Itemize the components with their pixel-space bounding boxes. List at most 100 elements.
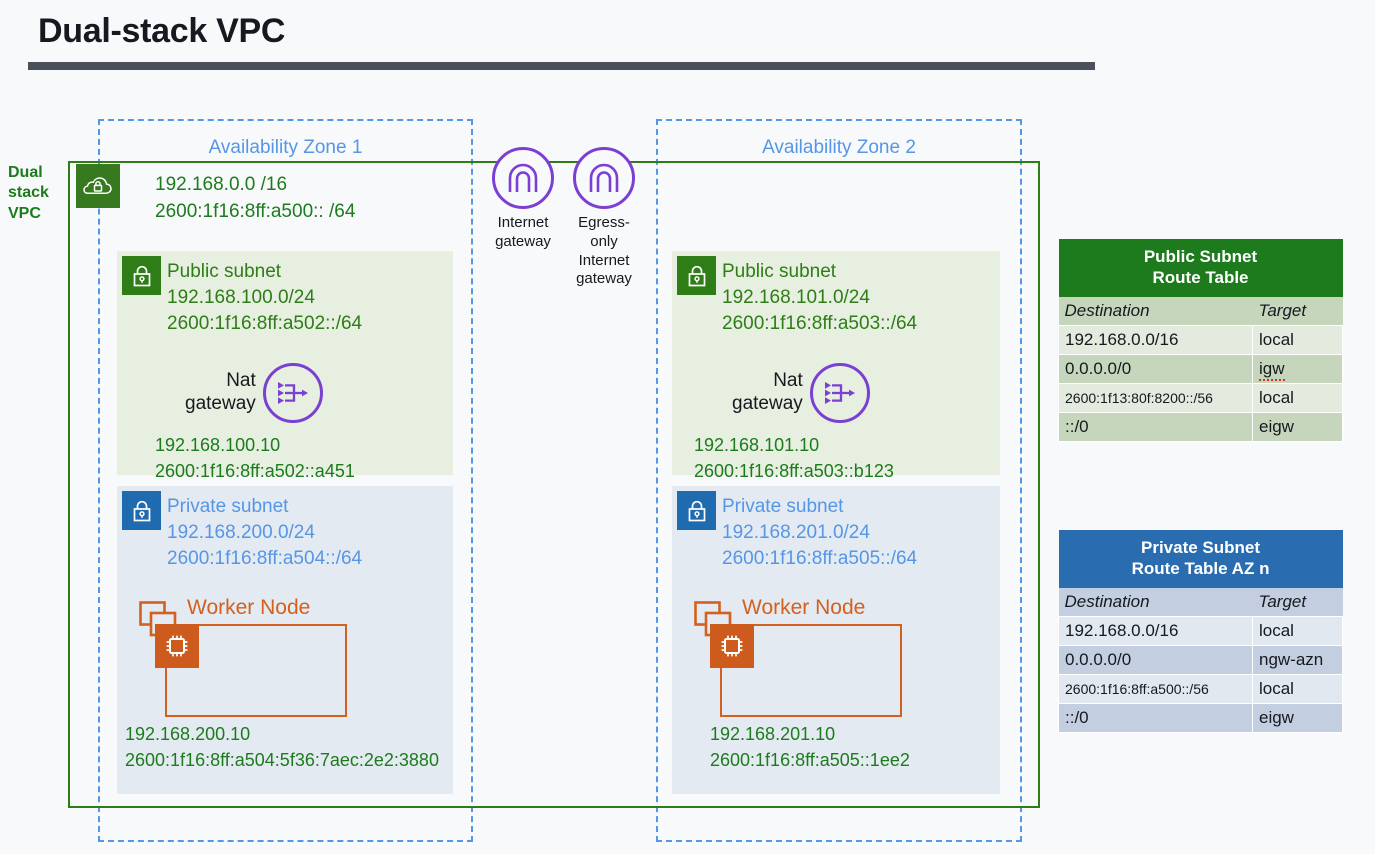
vpc-cidr-block: 192.168.0.0 /16 2600:1f16:8ff:a500:: /64 — [155, 172, 355, 226]
internet-gateway-label: Internet gateway — [486, 214, 560, 252]
public-route-target: local — [1252, 324, 1343, 355]
egress-only-internet-gateway[interactable]: Egress-only Internet gateway — [567, 147, 641, 289]
az1-nat-label-line-2: gateway — [185, 393, 256, 414]
az1-nat-gateway-label: Nat gateway — [185, 370, 256, 416]
az2-public-subnet-ipv4: 192.168.101.0/24 — [722, 287, 870, 309]
az1-private-subnet-ipv4: 192.168.200.0/24 — [167, 522, 315, 544]
private-subnet-route-table: Private Subnet Route Table AZ n Destinat… — [1058, 530, 1344, 733]
public-route-table-title: Public Subnet Route Table — [1058, 239, 1343, 297]
vpc-cidr-ipv6: 2600:1f16:8ff:a500:: /64 — [155, 200, 356, 222]
az2-nat-label-line-2: gateway — [732, 393, 803, 414]
private-route-table-title-row: Private Subnet Route Table AZ n — [1058, 530, 1343, 588]
az1-public-subnet-ipv4: 192.168.100.0/24 — [167, 287, 315, 309]
private-route-table-col-target: Target — [1252, 587, 1343, 616]
az1-nat-gateway-addresses: 192.168.100.10 2600:1f16:8ff:a502::a451 — [155, 433, 355, 484]
table-row: 192.168.0.0/16 local — [1058, 324, 1343, 355]
private-subnet-lock-icon — [122, 491, 161, 530]
availability-zone-2-container — [656, 119, 1022, 842]
az1-public-subnet-info: Public subnet 192.168.100.0/24 2600:1f16… — [167, 259, 362, 338]
public-route-destination: ::/0 — [1058, 411, 1253, 442]
private-route-table-header-row: Destination Target — [1058, 587, 1343, 616]
public-route-table-col-target: Target — [1252, 296, 1343, 325]
internet-gateway-icon — [492, 147, 554, 209]
az2-public-subnet-ipv6: 2600:1f16:8ff:a503::/64 — [722, 313, 918, 335]
az2-nat-gateway-label: Nat gateway — [732, 370, 803, 416]
az1-private-subnet-ipv6: 2600:1f16:8ff:a504::/64 — [167, 548, 363, 570]
az1-private-subnet: Private subnet 192.168.200.0/24 2600:1f1… — [117, 486, 453, 794]
private-route-target: local — [1251, 673, 1344, 704]
title-divider — [28, 62, 1095, 70]
public-subnet-lock-icon — [677, 256, 716, 295]
az2-worker-node-ipv6: 2600:1f16:8ff:a505::1ee2 — [710, 749, 910, 770]
private-subnet-lock-icon — [677, 491, 716, 530]
vpc-label-line-3: VPC — [8, 204, 41, 222]
az2-worker-node-label: Worker Node — [742, 596, 866, 619]
table-row: 2600:1f16:8ff:a500::/56 local — [1058, 673, 1344, 704]
public-route-table-col-destination: Destination — [1058, 296, 1253, 325]
availability-zone-1-title: Availability Zone 1 — [208, 137, 363, 158]
egress-only-internet-gateway-label: Egress-only Internet gateway — [567, 214, 641, 289]
private-route-target: ngw-azn — [1251, 644, 1344, 675]
worker-node-chip-icon — [710, 624, 754, 668]
table-row: ::/0 eigw — [1058, 702, 1344, 733]
vpc-cidr-ipv4: 192.168.0.0 /16 — [155, 174, 288, 195]
az1-worker-node-ipv6: 2600:1f16:8ff:a504:5f36:7aec:2e2:3880 — [125, 749, 439, 770]
private-route-table-title-line-2: Route Table AZ n — [1131, 559, 1270, 579]
private-route-destination: 2600:1f16:8ff:a500::/56 — [1058, 673, 1253, 704]
az1-public-subnet-name: Public subnet — [167, 261, 282, 282]
public-route-target: igw — [1252, 353, 1343, 384]
az2-private-subnet-ipv6: 2600:1f16:8ff:a505::/64 — [722, 548, 918, 570]
public-subnet-route-table: Public Subnet Route Table Destination Ta… — [1058, 239, 1343, 442]
az1-worker-node-label: Worker Node — [187, 596, 311, 619]
az2-private-subnet-info: Private subnet 192.168.201.0/24 2600:1f1… — [722, 494, 917, 573]
internet-gateway-label-line-2: gateway — [495, 232, 551, 250]
az2-public-subnet-name: Public subnet — [722, 261, 837, 282]
public-route-table-title-row: Public Subnet Route Table — [1058, 239, 1343, 297]
az2-public-subnet: Public subnet 192.168.101.0/24 2600:1f16… — [672, 251, 1000, 481]
public-route-destination: 0.0.0.0/0 — [1058, 353, 1253, 384]
az2-worker-node-ipv4: 192.168.201.10 — [710, 724, 836, 744]
private-route-target: eigw — [1251, 702, 1344, 733]
az2-private-subnet-name: Private subnet — [722, 496, 844, 517]
table-row: ::/0 eigw — [1058, 411, 1343, 442]
public-route-table-header-row: Destination Target — [1058, 296, 1343, 325]
public-route-destination: 2600:1f13:80f:8200::/56 — [1058, 382, 1253, 413]
public-route-destination: 192.168.0.0/16 — [1058, 324, 1253, 355]
az1-public-subnet-ipv6: 2600:1f16:8ff:a502::/64 — [167, 313, 363, 335]
private-route-target: local — [1251, 615, 1344, 646]
vpc-label-line-1: Dual — [8, 164, 43, 181]
az2-nat-ipv6: 2600:1f16:8ff:a503::b123 — [694, 460, 894, 481]
az1-private-subnet-info: Private subnet 192.168.200.0/24 2600:1f1… — [167, 494, 362, 573]
az2-nat-gateway-addresses: 192.168.101.10 2600:1f16:8ff:a503::b123 — [694, 433, 894, 484]
table-row: 0.0.0.0/0 ngw-azn — [1058, 644, 1344, 675]
egress-gateway-label-line-2: Internet — [578, 251, 630, 269]
az2-public-subnet-info: Public subnet 192.168.101.0/24 2600:1f16… — [722, 259, 917, 338]
vpc-boundary — [68, 161, 1040, 808]
private-route-destination: ::/0 — [1058, 702, 1253, 733]
az1-nat-label-line-1: Nat — [226, 370, 256, 392]
az1-nat-gateway[interactable]: Nat gateway — [185, 363, 323, 423]
nat-gateway-icon — [262, 363, 323, 423]
availability-zone-2-title: Availability Zone 2 — [762, 137, 916, 158]
az1-worker-node-addresses: 192.168.200.10 2600:1f16:8ff:a504:5f36:7… — [125, 722, 439, 773]
az2-nat-gateway[interactable]: Nat gateway — [732, 363, 870, 423]
private-route-destination: 0.0.0.0/0 — [1058, 644, 1253, 675]
internet-gateway[interactable]: Internet gateway — [486, 147, 560, 252]
private-route-table-col-destination: Destination — [1058, 587, 1253, 616]
public-subnet-lock-icon — [122, 256, 161, 295]
public-route-target-text: igw — [1259, 358, 1285, 381]
az2-private-subnet-ipv4: 192.168.201.0/24 — [722, 522, 870, 544]
table-row: 2600:1f13:80f:8200::/56 local — [1058, 382, 1343, 413]
nat-gateway-icon — [809, 363, 870, 423]
az1-public-subnet: Public subnet 192.168.100.0/24 2600:1f16… — [117, 251, 453, 481]
az2-nat-label-line-1: Nat — [773, 370, 803, 392]
egress-gateway-label-line-1: Egress-only — [578, 214, 630, 250]
az1-worker-node-ipv4: 192.168.200.10 — [125, 724, 251, 744]
vpc-label: Dual stack VPC — [8, 163, 68, 224]
public-route-table-title-line-2: Route Table — [1152, 268, 1249, 288]
az1-private-subnet-name: Private subnet — [167, 496, 289, 517]
public-route-table-title-line-1: Public Subnet — [1143, 247, 1258, 266]
vpc-cloud-lock-icon — [76, 164, 120, 208]
page-title: Dual-stack VPC — [38, 12, 286, 50]
